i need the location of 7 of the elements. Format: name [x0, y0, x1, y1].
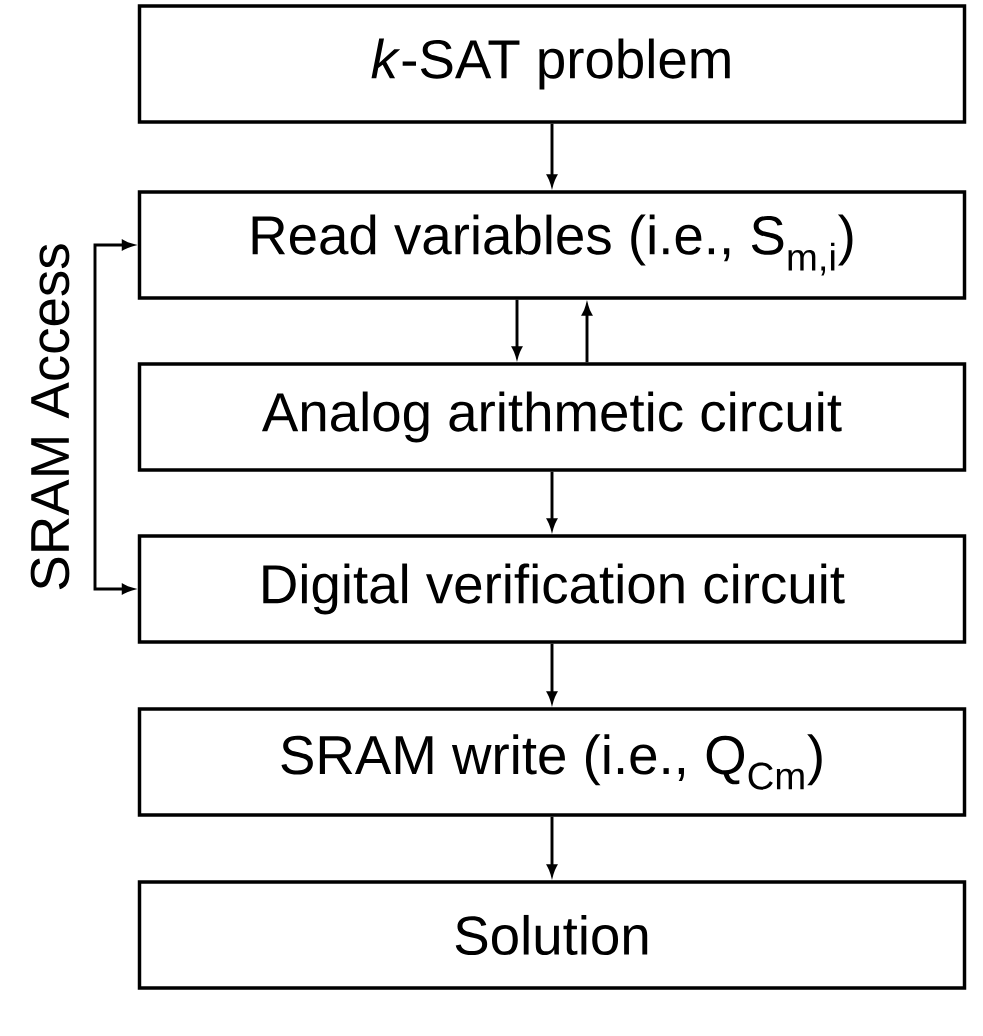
process-box: Analog arithmetic circuit [137, 362, 967, 472]
process-box: Read variables (i.e., S$_{m,i}$) [137, 190, 967, 300]
process-box: k-SAT problem [137, 4, 967, 124]
process-box: Digital verification circuit [137, 534, 967, 644]
process-box: SRAM write (i.e., Q$_{Cm}$) [137, 707, 967, 817]
process-box: Solution [137, 880, 967, 990]
edge-label: SRAM Access [30, 244, 70, 590]
